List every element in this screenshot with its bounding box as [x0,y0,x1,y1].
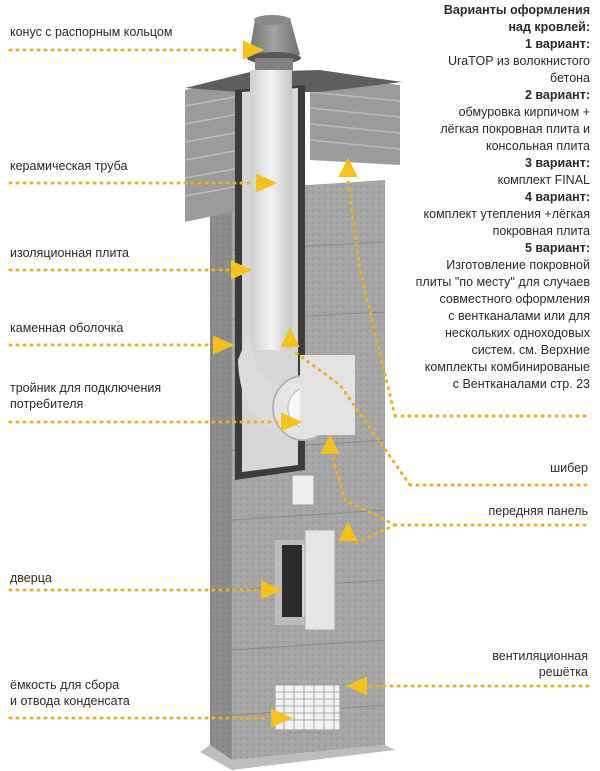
leader-lines [8,48,592,720]
base-platform [200,745,395,770]
label-tee-line2: потребителя [10,397,84,411]
label-insulation: изоляционная плита [10,246,129,260]
ceramic-pipe [238,70,355,441]
cone-cap [247,15,301,70]
variant-5-text-2: плиты "по месту" для случаев [415,275,590,289]
arrow-door [261,580,283,600]
variant-1-text: UraTOP из волокнистого [448,54,590,68]
variants-title-line2: над кровлей: [508,20,590,34]
label-ceramic-pipe: керамическая труба [10,159,128,173]
variant-4-text: комплект утепления +лёгкая [423,207,590,221]
variant-2-text-2: лёгкая покровная плита и [440,122,590,136]
variant-5-text-6: систем. см. Верхние [471,343,590,357]
label-stone-shell: каменная оболочка [10,321,124,335]
label-tank-line1: ёмкость для сбора [10,678,120,692]
label-damper: шибер [550,461,588,475]
variant-1-text-2: бетона [550,71,590,85]
variant-4-title: 4 вариант: [524,190,590,204]
label-cone: конус с распорным кольцом [10,25,173,39]
variant-5-text-5: нескольких одноходовых [445,326,590,340]
arrow-pipe [256,173,278,193]
arrow-damper [320,434,340,454]
callout-arrows [213,40,367,728]
label-vent-line2: решётка [538,665,588,679]
label-front-panel: передняя панель [488,504,588,518]
roof-variants-panel: Варианты оформления над кровлей: 1 вариа… [360,2,590,393]
arrow-variants [338,157,358,177]
variant-5-text: Изготовление покровной [446,258,590,272]
arrow-tee-up [280,327,300,347]
variant-2-text: обмуровка кирпичом + [458,105,590,119]
arrow-insulation [231,260,253,280]
arrow-cone [243,40,265,60]
arrow-vent [345,676,367,696]
label-vent-line1: вентиляционная [492,649,588,663]
brick-crown [184,70,402,222]
variant-5-text-4: с вентканалами или для [448,309,590,323]
arrow-shell [213,335,235,355]
variant-4-text-2: покровная плита [492,224,590,238]
arrow-tee [281,412,303,432]
variant-5-text-8: с Вентканалами стр. 23 [452,377,590,391]
variant-5-text-3: совместного оформления [439,292,590,306]
label-tank-line2: и отвода конденсата [10,694,130,708]
variant-2-text-3: консольная плита [485,139,590,153]
variant-5-text-7: комплекты комбинированые [424,360,590,374]
cleanout-door [275,529,336,631]
variant-1-title: 1 вариант: [524,37,590,51]
vent-grille [274,684,341,731]
variant-2-title: 2 вариант: [524,88,590,102]
variant-5-title: 5 вариант: [524,241,590,255]
arrow-tank [271,708,293,728]
arrow-front [338,521,358,541]
label-door: дверца [10,571,52,585]
variant-3-title: 3 вариант: [524,156,590,170]
variant-3-text: комплект FINAL [497,173,590,187]
damper [291,474,315,506]
variants-title-line1: Варианты оформления [443,3,590,17]
label-tee-line1: тройник для подключения [10,381,162,395]
